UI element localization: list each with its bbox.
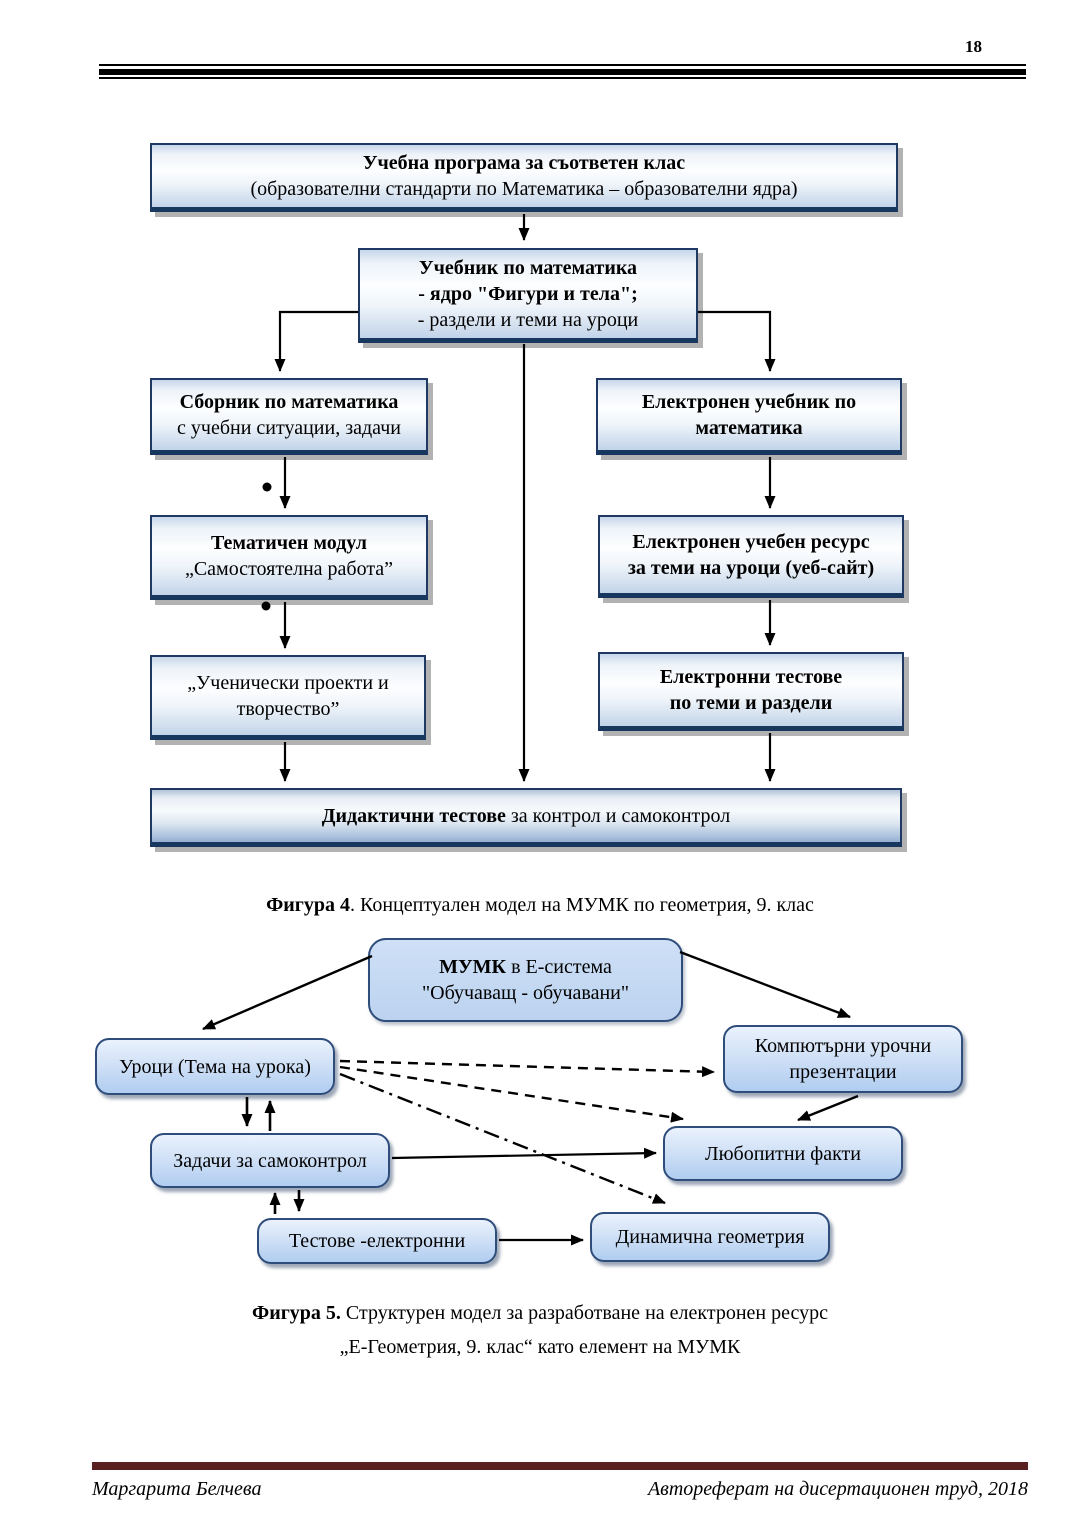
box-electronic-tests: Тестове -електронни — [257, 1218, 497, 1264]
box-mumk-esystem-rest: в Е-система — [506, 956, 612, 978]
arrow-tasks-to-facts — [391, 1147, 657, 1160]
box-thematic-module-line1: Тематичен модул — [210, 532, 368, 554]
arrow-textbook-to-ebook — [698, 310, 776, 372]
box-eresource-line1: Електронен учебен ресурс — [632, 531, 870, 553]
figure5-caption-line2: „Е-Геометрия, 9. клас“ като елемент на М… — [339, 1336, 741, 1358]
figure5-caption-text: Структурен модел за разработване на елек… — [340, 1302, 828, 1324]
box-curriculum: Учебна програма за съответен клас (образ… — [150, 143, 898, 212]
footer: Маргарита Белчева Автореферат на дисерта… — [92, 1478, 1028, 1501]
box-textbook-line1: Учебник по математика — [418, 257, 638, 279]
box-curious-facts: Любопитни факти — [663, 1126, 903, 1181]
box-textbook-line2: - ядро "Фигури и тела"; — [418, 283, 638, 305]
box-curriculum-subtitle: (образователни стандарти по Математика –… — [250, 178, 798, 200]
box-eresource-line2: за теми на уроци (уеб-сайт) — [627, 557, 875, 579]
dashed-arrow-lessons-to-presentations — [339, 1059, 715, 1078]
arrow-mumk-to-lessons — [202, 954, 373, 1031]
box-ebook-line1: Електронен учебник по — [641, 391, 857, 413]
header-rule — [99, 64, 1026, 79]
footer-rule — [92, 1462, 1028, 1470]
box-presentations-line2: презентации — [789, 1061, 897, 1083]
figure4-caption-label: Фигура 4 — [266, 894, 350, 916]
box-workbook-line1: Сборник по математика — [179, 391, 399, 413]
box-workbook-line2: с учебни ситуации, задачи — [177, 417, 401, 439]
box-ebook-line2: математика — [695, 417, 803, 439]
box-etests-line1: Електронни тестове — [659, 666, 843, 688]
figure5-caption: Фигура 5. Структурен модел за разработва… — [0, 1296, 1080, 1364]
box-workbook: Сборник по математика с учебни ситуации,… — [150, 378, 428, 455]
dashed-arrow-lessons-to-facts — [339, 1065, 684, 1123]
box-eresource: Електронен учебен ресурс за теми на уроц… — [598, 515, 904, 598]
box-electronic-tests-text: Тестове -електронни — [288, 1230, 466, 1252]
bullet-dot-1 — [262, 482, 272, 492]
box-didactic-tests-text: Дидактични тестове за контрол и самоконт… — [322, 803, 731, 829]
figure5-caption-line1: Фигура 5. Структурен модел за разработва… — [0, 1296, 1080, 1330]
arrow-mumk-to-presentations — [679, 950, 851, 1019]
box-ebook: Електронен учебник по математика — [596, 378, 902, 455]
figure4-caption: Фигура 4. Концептуален модел на МУМК по … — [0, 888, 1080, 922]
box-didactic-tests-rest: за контрол и самоконтрол — [505, 805, 731, 827]
box-mumk-esystem: МУМК в Е-система "Обучаващ - обучавани" — [368, 938, 683, 1022]
bullet-dot-2 — [261, 601, 271, 611]
box-mumk-esystem-bold: МУМК — [439, 956, 507, 978]
box-selfcontrol-tasks: Задачи за самоконтрол — [150, 1133, 390, 1188]
box-lessons: Уроци (Тема на урока) — [95, 1038, 335, 1095]
box-thematic-module: Тематичен модул „Самостоятелна работа” — [150, 515, 428, 600]
page-number: 18 — [965, 37, 982, 56]
box-selfcontrol-tasks-text: Задачи за самоконтрол — [173, 1149, 367, 1172]
box-etests-line2: по теми и раздели — [669, 692, 833, 714]
footer-title: Автореферат на дисертационен труд, 2018 — [647, 1478, 1028, 1500]
footer-author: Маргарита Белчева — [92, 1478, 262, 1500]
box-thematic-module-line2: „Самостоятелна работа” — [184, 558, 394, 580]
box-dynamic-geometry: Динамична геометрия — [590, 1212, 830, 1262]
box-textbook-line3: - раздели и теми на уроци — [417, 309, 639, 331]
figure4-caption-text: . Концептуален модел на МУМК по геометри… — [349, 894, 814, 916]
figure5-caption-label: Фигура 5. — [252, 1302, 341, 1324]
dashdot-arrow-lessons-to-dynamic — [339, 1072, 666, 1205]
box-presentations-line1: Компютърни урочни — [754, 1035, 932, 1057]
arrow-presentations-to-facts — [797, 1094, 859, 1122]
box-dynamic-geometry-text: Динамична геометрия — [615, 1226, 805, 1248]
box-curriculum-title: Учебна програма за съответен клас — [362, 152, 686, 174]
box-didactic-tests-bold: Дидактични тестове — [321, 805, 506, 827]
box-etests: Електронни тестове по теми и раздели — [598, 652, 904, 731]
box-mumk-esystem-line2: "Обучаващ - обучавани" — [421, 982, 630, 1004]
box-lessons-text: Уроци (Тема на урока) — [119, 1055, 311, 1078]
box-presentations: Компютърни урочни презентации — [723, 1025, 963, 1093]
box-didactic-tests: Дидактични тестове за контрол и самоконт… — [150, 788, 902, 847]
box-curious-facts-text: Любопитни факти — [705, 1142, 861, 1165]
arrow-textbook-to-workbook — [274, 310, 358, 372]
box-textbook: Учебник по математика - ядро "Фигури и т… — [358, 248, 698, 343]
box-student-projects-line1: „Ученически проекти и — [187, 672, 389, 694]
box-student-projects-line2: творчество” — [236, 698, 340, 720]
box-mumk-esystem-line1: МУМК в Е-система — [439, 954, 612, 980]
box-student-projects: „Ученически проекти и творчество” — [150, 655, 426, 740]
